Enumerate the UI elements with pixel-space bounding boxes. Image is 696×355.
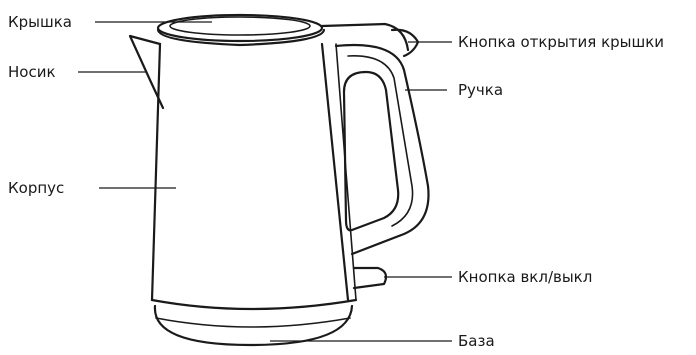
leader-lines — [78, 21, 452, 342]
kettle-body — [150, 42, 350, 302]
kettle-body-bottom — [150, 298, 358, 311]
label-lid-button: Кнопка открытия крышки — [458, 33, 664, 51]
kettle-base-inner — [155, 317, 351, 328]
kettle-handle-outer — [334, 43, 430, 256]
kettle-lid-rim — [156, 28, 326, 47]
label-power-button: Кнопка вкл/выкл — [458, 268, 592, 286]
label-base: База — [458, 332, 495, 350]
kettle-lid-inner — [169, 16, 311, 36]
label-lid: Крышка — [8, 13, 72, 31]
label-body: Корпус — [8, 179, 64, 197]
label-spout: Носик — [8, 63, 56, 81]
kettle-handle-inner-line — [347, 55, 414, 227]
kettle-illustration — [128, 13, 430, 347]
label-handle: Ручка — [458, 81, 503, 99]
kettle-lid-button-shape — [390, 28, 420, 58]
kettle-power-switch — [352, 266, 388, 290]
kettle-handle-top — [320, 22, 410, 52]
kettle-handle-cutout — [342, 70, 400, 232]
part-labels: Крышка Носик Корпус Кнопка открытия крыш… — [8, 13, 664, 350]
kettle-spout — [128, 34, 165, 110]
kettle-base — [153, 304, 354, 347]
kettle-lid-outer — [156, 13, 324, 43]
